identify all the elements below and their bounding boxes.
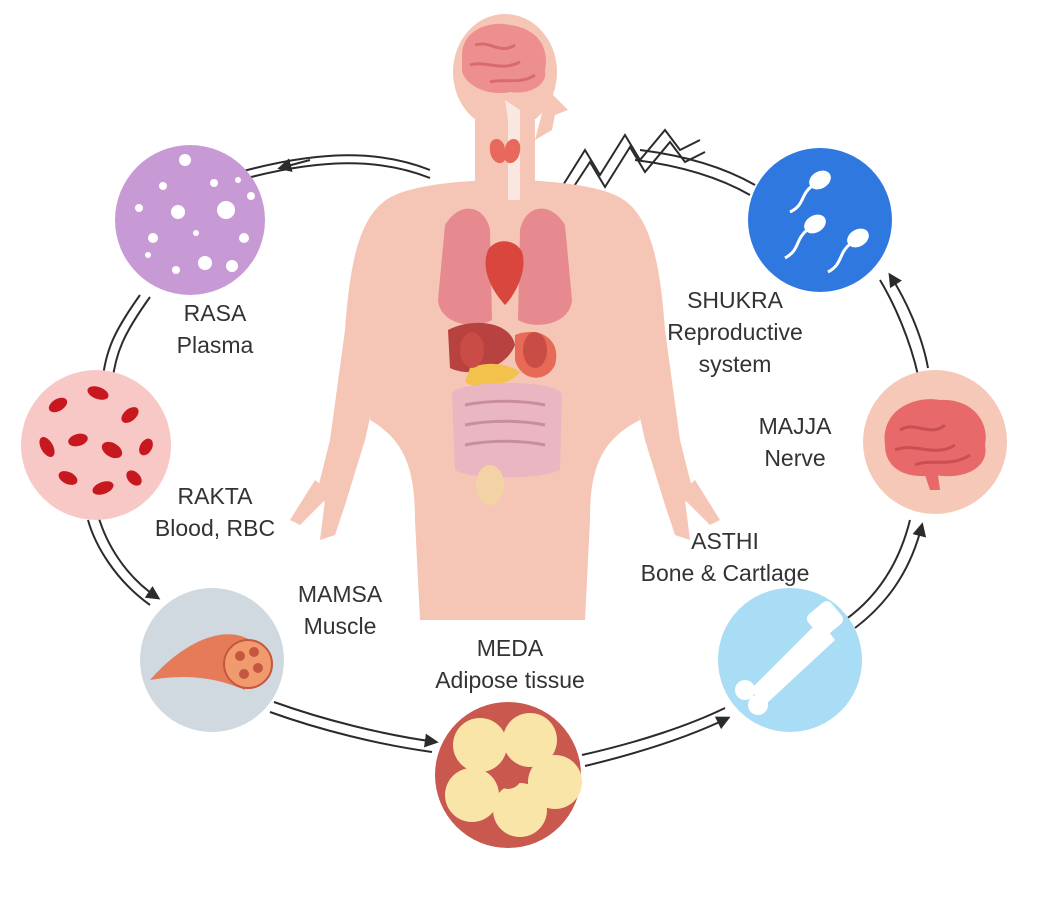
label-mamsa: MAMSA Muscle: [280, 578, 400, 642]
label-shukra-desc-line1: Reproductive: [667, 319, 803, 345]
brain-icon: [462, 23, 546, 94]
fat-cells-icon: [445, 713, 582, 837]
intestines-icon: [451, 382, 562, 478]
dhatu-asthi: [718, 588, 862, 732]
human-body-illustration: [290, 14, 720, 620]
label-asthi-desc: Bone & Cartlage: [640, 560, 810, 586]
label-rasa: RASA Plasma: [150, 297, 280, 361]
label-rakta: RAKTA Blood, RBC: [130, 480, 300, 544]
label-rasa-name: RASA: [183, 300, 247, 326]
label-rasa-desc: Plasma: [176, 332, 254, 358]
dhatu-rakta: [21, 370, 171, 520]
label-shukra-name: SHUKRA: [687, 287, 783, 313]
label-majja-name: MAJJA: [758, 413, 832, 439]
dhatu-mamsa: [140, 588, 284, 732]
brain-icon: [884, 399, 986, 490]
label-asthi-name: ASTHI: [691, 528, 759, 554]
dhatu-rasa: [115, 145, 265, 295]
zigzag-line: [559, 128, 701, 191]
label-asthi: ASTHI Bone & Cartlage: [610, 525, 840, 589]
label-shukra: SHUKRA Reproductive system: [640, 284, 830, 380]
thyroid-icon: [489, 138, 521, 164]
plasma-dots-icon: [135, 154, 255, 274]
dhatu-majja: [863, 370, 1007, 514]
cycle-arrows: [87, 128, 929, 767]
label-meda-name: MEDA: [476, 635, 544, 661]
lungs-icon: [438, 208, 492, 325]
label-meda-desc: Adipose tissue: [435, 667, 585, 693]
label-shukra-desc-line2: system: [698, 351, 772, 377]
label-rakta-name: RAKTA: [177, 483, 253, 509]
label-mamsa-name: MAMSA: [297, 581, 383, 607]
dhatu-shukra: [748, 148, 892, 292]
muscle-fiber-icon: [150, 634, 273, 690]
cycle-ring-outer: [239, 154, 431, 173]
label-mamsa-desc: Muscle: [303, 613, 377, 639]
label-majja: MAJJA Nerve: [735, 410, 855, 474]
label-majja-desc: Nerve: [764, 445, 826, 471]
heart-icon: [485, 241, 524, 305]
sperm-cells-icon: [784, 170, 869, 274]
bone-icon: [735, 601, 844, 715]
label-meda: MEDA Adipose tissue: [400, 632, 620, 696]
label-rakta-desc: Blood, RBC: [154, 515, 276, 541]
dhatu-meda: [435, 702, 582, 848]
red-blood-cells-icon: [39, 386, 153, 495]
